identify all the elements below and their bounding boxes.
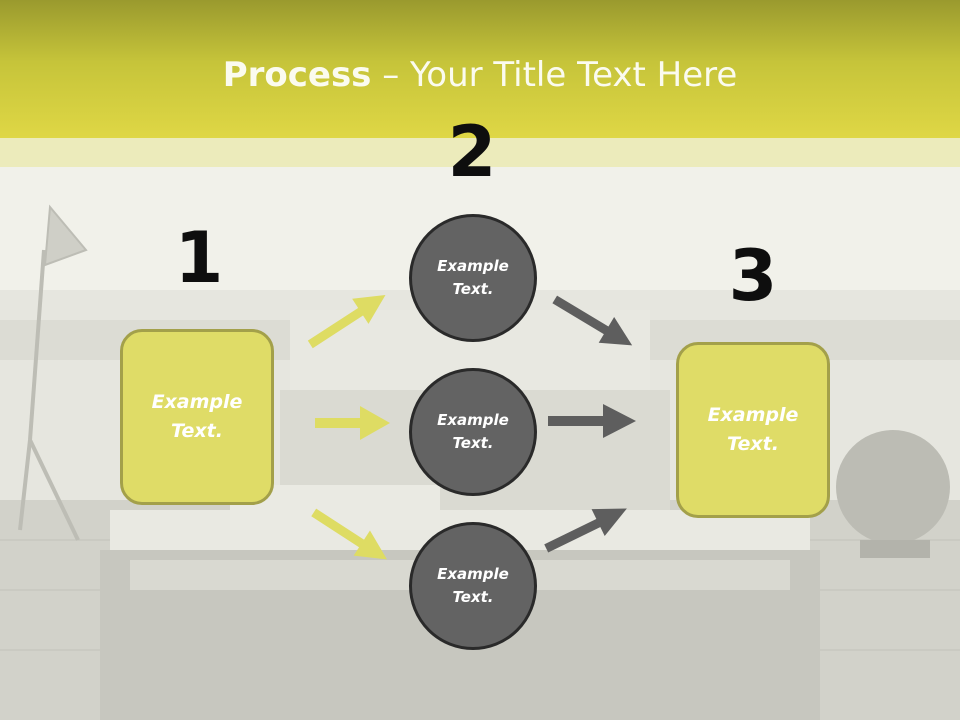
title-rest: – Your Title Text Here: [371, 55, 738, 95]
right-box-label: Example Text.: [707, 404, 799, 455]
step-number-3: 3: [728, 235, 778, 317]
left-text-box[interactable]: Example Text.: [120, 329, 274, 505]
title-bold: Process: [222, 55, 372, 95]
header-band: [0, 0, 960, 138]
circle-middle[interactable]: Example Text.: [409, 368, 537, 496]
arrow-up-right-yellow-icon: [307, 294, 386, 349]
lamp-icon: [18, 204, 88, 541]
arrow-right-gray-icon: [548, 404, 636, 438]
circle-bottom[interactable]: Example Text.: [409, 522, 537, 650]
header-sub-band: [0, 138, 960, 167]
arrow-right-yellow-icon: [315, 406, 390, 440]
left-box-label: Example Text.: [151, 391, 243, 442]
arrow-down-right-yellow-icon: [311, 508, 387, 560]
circle-middle-label: Example Text.: [437, 411, 509, 452]
step-number-1: 1: [174, 217, 224, 299]
arrow-down-right-gray-icon: [552, 295, 633, 346]
arrow-up-right-gray-icon: [544, 508, 627, 553]
circle-bottom-label: Example Text.: [437, 565, 509, 606]
right-text-box[interactable]: Example Text.: [676, 342, 830, 518]
slide-title: Process – Your Title Text Here: [0, 52, 960, 98]
circle-top-label: Example Text.: [437, 257, 509, 298]
step-number-2: 2: [447, 111, 497, 193]
circle-top[interactable]: Example Text.: [409, 214, 537, 342]
